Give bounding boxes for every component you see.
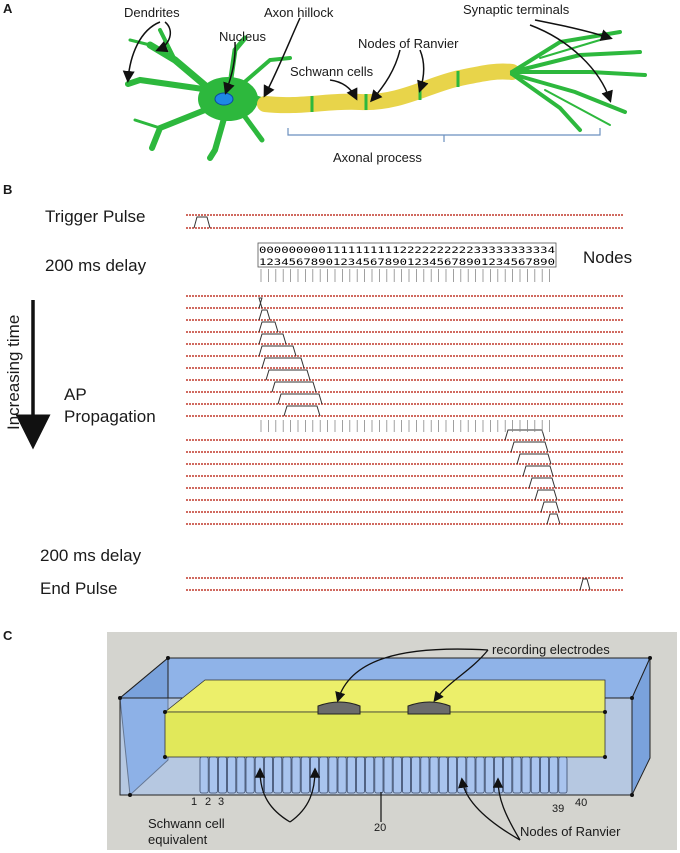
ap-pulse-10	[283, 405, 321, 417]
label-ap: AP	[64, 385, 87, 404]
label-segment-1: 1	[191, 796, 198, 808]
label-schwann-cell-line1: Schwann cell	[148, 816, 225, 831]
ap-pulse-3	[258, 321, 279, 333]
label-delay-1: 200 ms delay	[45, 256, 147, 275]
end-pulse	[579, 578, 591, 591]
node-ones-row: 1234567890123456789012345678901234567890	[259, 258, 555, 268]
label-recording-electrodes: recording electrodes	[492, 642, 610, 657]
label-trigger-pulse: Trigger Pulse	[45, 207, 146, 226]
ap-pulse-16	[534, 489, 558, 501]
node-number-grid: 0000000001111111111222222222233333333334…	[257, 242, 557, 268]
label-segment-3: 3	[218, 796, 225, 808]
pulses	[193, 216, 591, 591]
label-delay-2: 200 ms delay	[40, 546, 142, 565]
trigger-pulse	[193, 216, 211, 229]
label-end-pulse: End Pulse	[40, 579, 118, 598]
label-axonal-process: Axonal process	[333, 150, 422, 165]
ap-pulse-4	[258, 333, 287, 345]
ap-pulse-8	[271, 381, 317, 393]
node-tens-row: 0000000001111111111222222222233333333334	[259, 246, 555, 256]
panel-letter-b: B	[3, 182, 13, 197]
ap-trace-diagram: 0000000001111111111222222222233333333334…	[15, 214, 624, 591]
label-schwann-cell-line2: equivalent	[148, 832, 208, 847]
neuron-illustration	[122, 17, 647, 161]
label-nucleus: Nucleus	[219, 29, 266, 44]
ap-pulse-5	[258, 345, 297, 357]
trace-lines	[186, 214, 624, 591]
ap-pulse-2	[258, 309, 271, 321]
axonal-process-bracket	[287, 128, 601, 142]
annotation-arrows	[122, 17, 613, 103]
label-synaptic-terminals: Synaptic terminals	[463, 2, 570, 17]
ap-pulse-15	[528, 477, 556, 489]
panel-letter-c: C	[3, 628, 13, 643]
ap-pulse-9	[277, 393, 323, 405]
ap-pulse-17	[540, 501, 560, 513]
ap-pulse-12	[510, 441, 549, 453]
label-nodes-of-ranvier-a: Nodes of Ranvier	[358, 36, 459, 51]
label-segment-20: 20	[374, 822, 387, 834]
panel-letter-a: A	[3, 1, 13, 16]
label-segment-40: 40	[575, 797, 588, 809]
ap-pulse-13	[516, 453, 552, 465]
ap-pulse-7	[265, 369, 311, 381]
ap-pulse-6	[261, 357, 305, 369]
label-segment-39: 39	[552, 803, 565, 815]
label-nodes-of-ranvier-c: Nodes of Ranvier	[520, 824, 621, 839]
ap-pulse-1	[258, 297, 263, 309]
label-schwann-cells: Schwann cells	[290, 64, 374, 79]
label-dendrites: Dendrites	[124, 5, 180, 20]
label-increasing-time: Increasing time	[4, 314, 23, 430]
node-ticks	[260, 269, 550, 432]
label-segment-2: 2	[205, 796, 212, 808]
label-nodes: Nodes	[583, 248, 633, 267]
ap-pulse-11	[504, 429, 546, 441]
ap-pulse-14	[522, 465, 554, 477]
ap-pulse-18	[546, 513, 561, 525]
label-propagation: Propagation	[64, 407, 156, 426]
label-axon-hillock: Axon hillock	[264, 5, 334, 20]
